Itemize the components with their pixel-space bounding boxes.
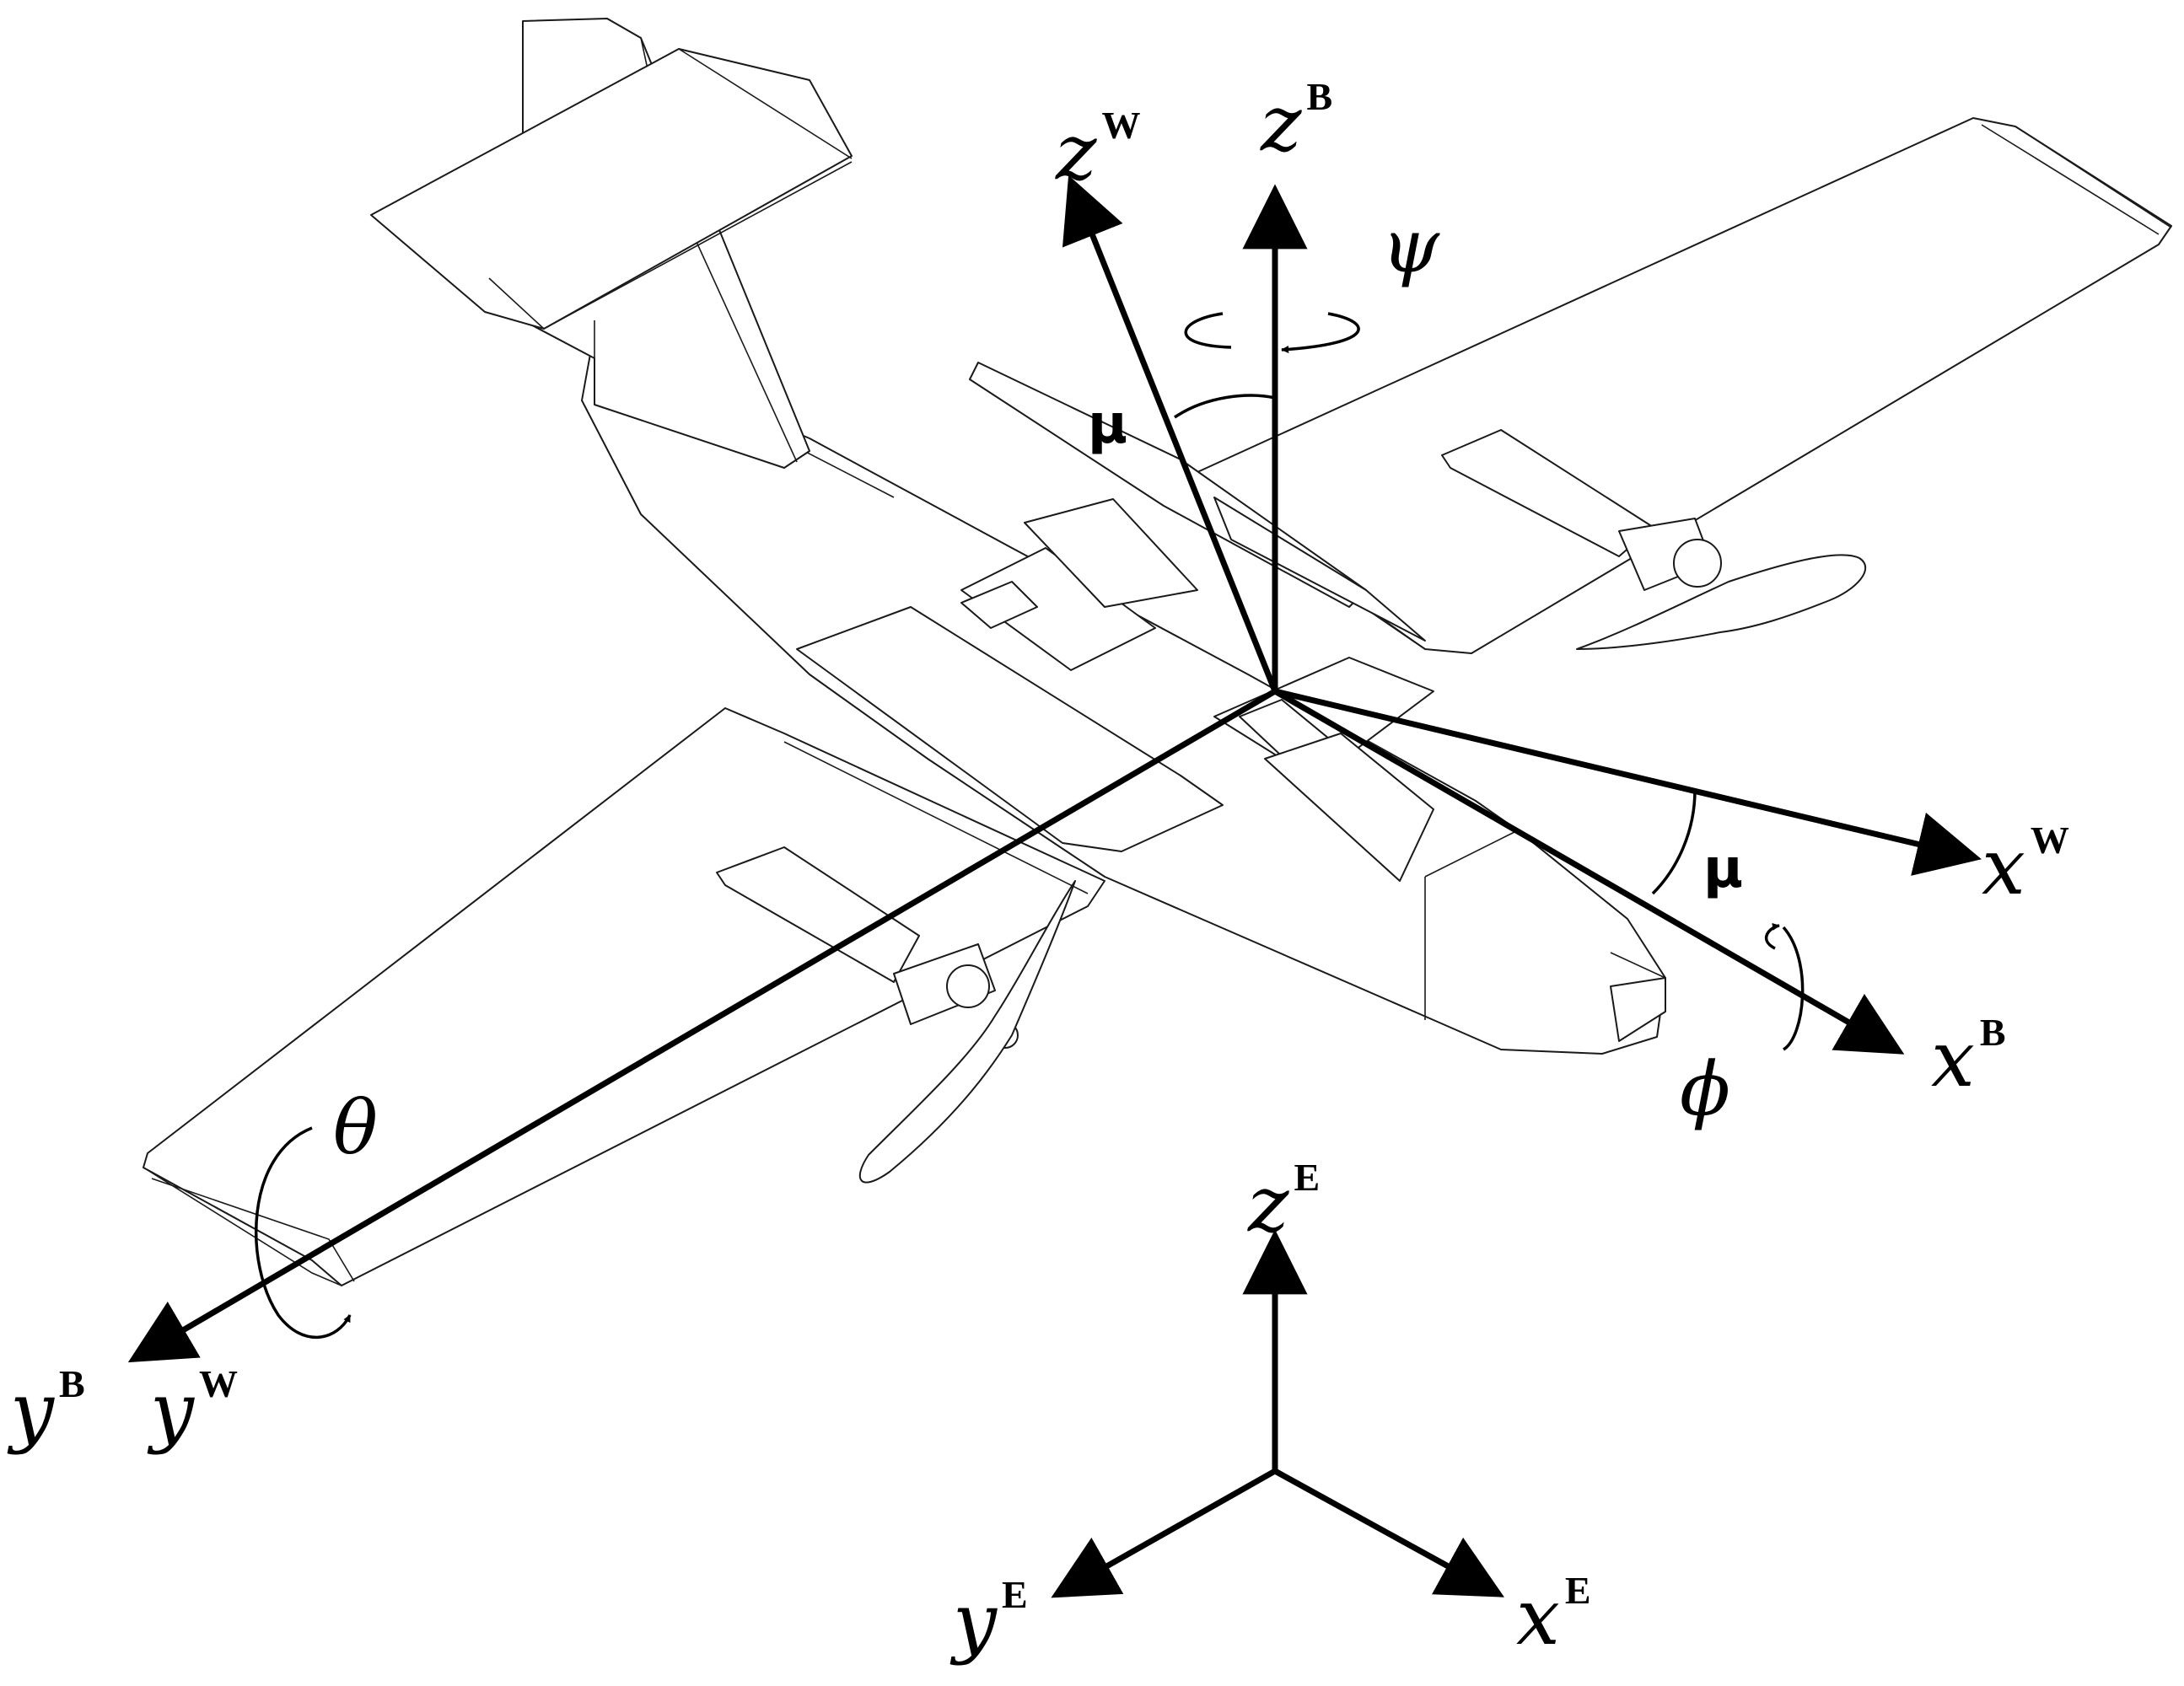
mu-top-arc [1174, 394, 1276, 419]
label-psi: ψ [1381, 202, 1440, 289]
left-motor-propeller [716, 846, 1076, 1184]
xB-axis [1272, 688, 1905, 1055]
label-phi: ϕ [1680, 1045, 1730, 1132]
yB-yW-axis [127, 688, 1278, 1363]
xE-axis [1272, 1468, 1504, 1597]
aircraft-drawing [143, 18, 2172, 1286]
rotation-arcs [254, 312, 1805, 1339]
mu-right-arc [1651, 789, 1697, 895]
left-wing [143, 707, 1105, 1286]
right-motor-propeller [1441, 429, 1866, 650]
label-mu-right: μ [1703, 838, 1743, 900]
body-wind-axes [127, 175, 1982, 1363]
xW-axis [1272, 688, 1982, 876]
psi-rotation-arrow [1184, 312, 1360, 350]
label-mu-top: μ [1088, 394, 1127, 456]
yE-axis [1051, 1468, 1278, 1598]
horizontal-stabilizer [370, 48, 853, 330]
theta-rotation-arrow [254, 1126, 352, 1339]
earth-axes [1051, 1229, 1504, 1598]
label-theta: θ [333, 1084, 378, 1171]
phi-rotation-arrow [1764, 926, 1805, 1051]
zW-axis [1062, 175, 1278, 695]
